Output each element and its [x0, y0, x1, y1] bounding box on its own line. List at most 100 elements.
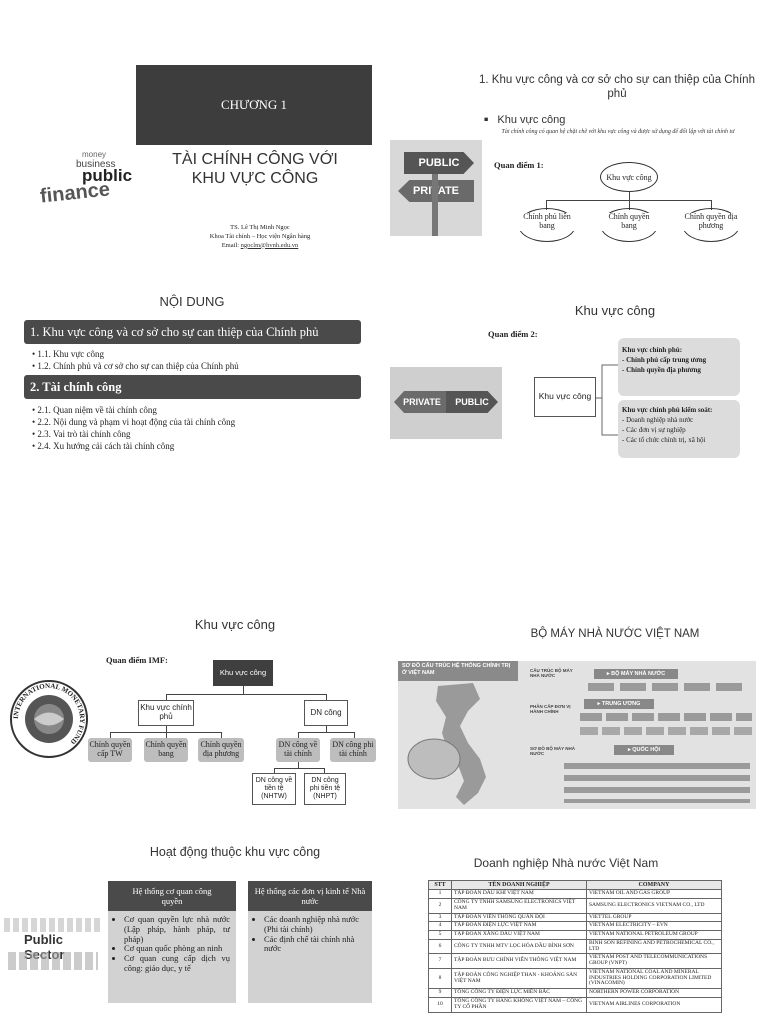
connector — [354, 732, 355, 738]
side-label: PHÂN CẤP ĐƠN VỊ HÀNH CHÍNH — [530, 704, 571, 714]
box2-item: - Doanh nghiệp nhà nước — [622, 416, 694, 425]
box2-item: - Các tổ chức chính trị, xã hội — [622, 436, 706, 445]
list-item: • 2.3. Vai trò tài chính công — [32, 429, 131, 440]
org-block — [580, 713, 752, 721]
imf-label-text: Quan điểm IMF — [106, 655, 166, 665]
bullet-icon: ■ — [484, 116, 489, 124]
table-cell: TẬP ĐOÀN DẦU KHÍ VIỆT NAM — [451, 889, 587, 900]
table-header-cell: STT — [428, 879, 452, 891]
public-arrow-text: PUBLIC — [455, 397, 489, 407]
section1-list: • 1.1. Khu vực công • 1.2. Chính phủ và … — [32, 348, 239, 372]
view1-label: Quan điểm 1: — [494, 160, 544, 170]
sign-post — [432, 174, 438, 236]
table-cell: 7 — [428, 953, 452, 969]
list-item-text: 2.3. Vai trò tài chính công — [37, 429, 131, 440]
imf-mid-left-label: Khu vực chính phủ — [140, 703, 192, 721]
wordcloud-texture — [8, 952, 98, 970]
private-arrow: PRIVATE — [394, 391, 450, 413]
email-label: Email: — [221, 241, 241, 249]
table-cell: 10 — [428, 997, 452, 1013]
wordcloud-word: finance — [38, 178, 111, 208]
view2-box-controlled: Khu vực chính phủ kiểm soát: - Doanh ngh… — [618, 400, 740, 458]
table-cell: VIETNAM NATIONAL COAL AND MINERAL INDUST… — [586, 967, 722, 990]
org-block — [588, 683, 748, 691]
column-title: Hệ thống các đơn vị kinh tế Nhà nước — [254, 885, 366, 906]
view2-center-label: Khu vực công — [538, 391, 592, 402]
connector — [166, 732, 167, 738]
table-cell: VIETNAM ELECTRICITY – EVN — [586, 921, 722, 932]
box1-item: - Chính phủ cấp trung ương — [622, 356, 707, 365]
slide1-title: TÀI CHÍNH CÔNG VỚI KHU VỰC CÔNG — [140, 150, 370, 188]
public-sign: PUBLIC — [404, 152, 474, 174]
section2-bar: 2. Tài chính công — [24, 375, 361, 399]
org-block — [564, 759, 750, 803]
banner: ▸ BỘ MÁY NHÀ NƯỚC — [594, 669, 678, 679]
private-arrow-text: PRIVATE — [403, 397, 441, 407]
table-cell: CÔNG TY TNHH SAMSUNG ELECTRONICS VIỆT NA… — [451, 898, 587, 914]
wordcloud-texture — [4, 918, 100, 932]
imf-root-label: Khu vực công — [219, 667, 267, 677]
table-cell: 6 — [428, 938, 452, 955]
slide5-title: Khu vực công — [194, 617, 276, 632]
imf-gov-child-label: Chính quyền bang — [145, 740, 187, 758]
connector — [274, 768, 275, 773]
connector — [221, 732, 222, 738]
author-name: TS. Lê Thị Minh Ngọc — [230, 224, 290, 231]
email-link[interactable]: ngoclm@hvnh.edu.vn — [240, 241, 299, 249]
table-cell: TỔNG CÔNG TY ĐIỆN LỰC MIỀN BẮC — [451, 988, 587, 999]
box2-title: Khu vực chính phủ kiểm soát: — [622, 406, 713, 414]
view2-center-box: Khu vực công — [534, 377, 596, 417]
title-line: KHU VỰC CÔNG — [191, 170, 319, 188]
public-private-signs: PUBLIC PRIVATE — [390, 140, 482, 236]
view1-label-text: Quan điểm 1 — [494, 160, 541, 170]
box1-title: Khu vực chính phủ: — [622, 346, 683, 354]
connector — [243, 686, 244, 694]
list-item: • 1.1. Khu vực công — [32, 349, 105, 359]
table-cell: 2 — [428, 898, 452, 914]
slide2-bullet: ■ Khu vực công — [484, 114, 565, 126]
connector — [274, 768, 324, 769]
box1-item: - Chính quyền địa phương — [622, 366, 701, 375]
list-item-text: 2.1. Quan niệm về tài chính công — [37, 405, 157, 415]
political-system-diagram: SƠ ĐỒ CẤU TRÚC HỆ THỐNG CHÍNH TRỊ Ở VIỆT… — [398, 661, 756, 809]
section1-title: 1. Khu vực công và cơ sở cho sự can thiệ… — [30, 324, 319, 339]
list-item: • 2.2. Nội dung và phạm vi hoạt động của… — [32, 417, 236, 428]
view2-box-government: Khu vực chính phủ: - Chính phủ cấp trung… — [618, 338, 740, 396]
connector — [711, 200, 712, 210]
table-cell: 3 — [428, 912, 452, 923]
wordcloud-word: public — [82, 166, 133, 185]
imf-fin-child-label: DN công về tiền tệ (NHTW) — [255, 777, 293, 800]
chapter-banner: CHƯƠNG 1 — [136, 65, 372, 145]
connector — [298, 732, 299, 738]
table-cell: VIETNAM AIRLINES CORPORATION — [586, 997, 722, 1013]
table-cell: TẬP ĐOÀN ĐIỆN LỰC VIỆT NAM — [451, 921, 587, 932]
title-line: TÀI CHÍNH CÔNG VỚI — [172, 151, 338, 168]
table-cell: 8 — [428, 967, 452, 990]
imf-dn-child-label: DN công về tài chính — [278, 740, 318, 758]
table-cell: 5 — [428, 930, 452, 940]
connector — [298, 762, 299, 768]
wordcloud-word: business — [76, 159, 116, 170]
wordcloud-word: money — [82, 150, 107, 159]
list-item: • 2.4. Xu hướng cải cách tài chính công — [32, 441, 175, 452]
org-block — [580, 727, 752, 735]
banner: ▸ TRUNG ƯƠNG — [584, 699, 654, 709]
public-sign-text: PUBLIC — [418, 157, 460, 169]
diagram-title: SƠ ĐỒ CẤU TRÚC HỆ THỐNG CHÍNH TRỊ Ở VIỆT… — [398, 661, 518, 681]
slide2-heading: 1. Khu vực công và cơ sở cho sự can thiệ… — [479, 74, 755, 101]
table-cell: TẬP ĐOÀN CÔNG NGHIỆP THAN - KHOÁNG SẢN V… — [451, 967, 587, 990]
table-cell: VIETTEL GROUP — [586, 912, 722, 923]
table-cell: VIETNAM POST AND TELECOMMUNICATIONS GROU… — [586, 953, 722, 969]
imf-mid-right-label: DN công — [310, 707, 342, 717]
table-cell: 1 — [428, 889, 452, 900]
list-item-text: 1.2. Chính phủ và cơ sở cho sự can thiệp… — [37, 361, 239, 372]
imf-dn-child: DN công về tài chính — [276, 738, 320, 762]
author-email-line: Email: ngoclm@hvnh.edu.vn — [160, 242, 360, 251]
table-cell: SAMSUNG ELECTRONICS VIETNAM CO., LTD — [586, 898, 722, 914]
imf-gov-child-label: Chính quyền địa phương — [200, 740, 242, 758]
